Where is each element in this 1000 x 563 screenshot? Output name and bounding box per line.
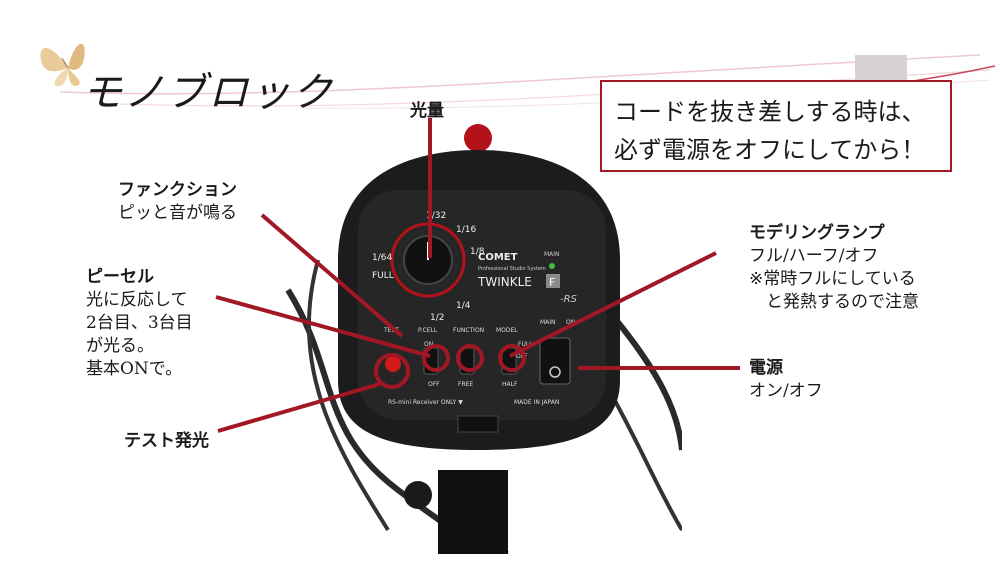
power-label: 電源 オン/オフ (749, 357, 823, 403)
power-desc: オン/オフ (749, 381, 823, 401)
function-title: ファンクション (118, 180, 237, 200)
dial-mark: 1/16 (456, 225, 476, 235)
power-title: 電源 (749, 358, 783, 378)
modeling-line: フル/ハーフ/オフ (749, 246, 879, 266)
switch-label: OFF (428, 381, 440, 388)
butterfly-icon (40, 43, 85, 87)
receiver-text: RS-mini Receiver ONLY ▼ (388, 399, 463, 406)
test-title: テスト発光 (124, 431, 209, 451)
photocell-line: 光に反応して (86, 290, 188, 310)
decorative-block (855, 55, 907, 80)
function-label: ファンクション ピッと音が鳴る (118, 179, 237, 225)
dial-mark: 1/2 (430, 313, 444, 323)
slide-title: モノブロック (82, 70, 334, 116)
switch-label: FULL (518, 341, 533, 348)
device-photo: 1/32 1/16 1/8 1/4 1/2 1/64 FULL COMET Pr… (278, 110, 682, 554)
warning-callout: コードを抜き差しする時は、 必ず電源をオフにしてから！ (600, 80, 952, 172)
test-label: テスト発光 (124, 430, 209, 453)
panel-label: MODEL (496, 327, 518, 334)
modeling-title: モデリングランプ (749, 223, 885, 243)
model-text: TWINKLE (477, 275, 532, 289)
warning-line-1: コードを抜き差しする時は、 (614, 98, 926, 126)
warning-line-2: 必ず電源をオフにしてから！ (614, 136, 926, 164)
dial-mark: 1/32 (426, 211, 446, 221)
photocell-label: ピーセル 光に反応して 2台目、3台目 が光る。 基本ONで。 (86, 266, 193, 381)
photocell-line: が光る。 (86, 336, 154, 356)
function-desc: ピッと音が鳴る (118, 203, 237, 223)
made-in-text: MADE IN JAPAN (514, 399, 559, 406)
photocell-line: 基本ONで。 (86, 359, 183, 379)
photocell-line: 2台目、3台目 (86, 313, 193, 333)
modeling-line: ※常時フルにしている (749, 269, 916, 289)
photocell-title: ピーセル (86, 267, 154, 287)
switch-label: HALF (502, 381, 518, 388)
panel-label: TEST (383, 327, 399, 334)
main-led-label: MAIN (544, 251, 560, 258)
modeling-label: モデリングランプ フル/ハーフ/オフ ※常時フルにしている と発熱するので注意 (749, 222, 919, 314)
model-suffix: -RS (560, 294, 578, 305)
light-amount-title: 光量 (410, 101, 444, 121)
panel-label: MAIN (540, 319, 556, 326)
panel-label: ON (566, 319, 575, 326)
panel-label: FUNCTION (453, 327, 484, 334)
panel-label: P.CELL (418, 327, 438, 334)
model-mark: F (549, 276, 555, 289)
light-amount-label: 光量 (410, 100, 444, 123)
dial-mark: 1/4 (456, 301, 471, 311)
dial-mark: FULL (372, 271, 394, 281)
dial-mark: 1/64 (372, 253, 392, 263)
switch-label: FREE (458, 381, 473, 388)
subbrand-text: Professional Studio System (478, 266, 546, 272)
brand-text: COMET (478, 252, 518, 263)
modeling-line: と発熱するので注意 (749, 292, 919, 312)
dial-mark: 1/8 (470, 247, 485, 257)
switch-label: ON (424, 341, 433, 348)
